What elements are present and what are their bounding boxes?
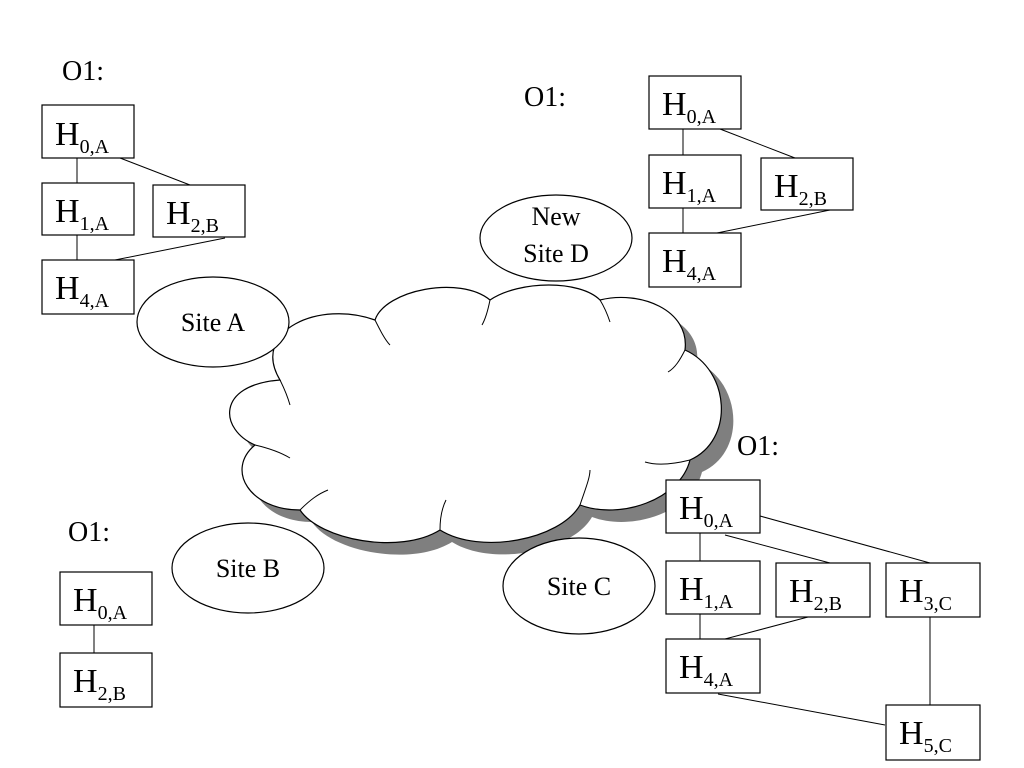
svg-text:H4,A: H4,A	[662, 243, 717, 285]
node-base: H	[55, 116, 80, 153]
node-base: H	[679, 490, 704, 527]
node-subscript: 4,A	[687, 263, 717, 285]
node-base: H	[789, 573, 814, 610]
svg-text:H1,A: H1,A	[55, 193, 110, 235]
svg-text:H0,A: H0,A	[55, 116, 110, 158]
node-base: H	[73, 663, 98, 700]
node-base: H	[774, 168, 799, 205]
node-base: H	[899, 715, 924, 752]
node-h0a: H0,A	[648, 75, 742, 130]
site-d-label-line2: Site D	[523, 239, 589, 268]
svg-text:H2,B: H2,B	[166, 195, 219, 237]
svg-text:H3,C: H3,C	[899, 573, 952, 615]
edge-h2b-h4a	[724, 616, 809, 640]
node-h4a: H4,A	[665, 638, 761, 694]
node-subscript: 0,A	[98, 602, 128, 624]
node-base: H	[73, 582, 98, 619]
site-a: Site A	[136, 276, 290, 368]
svg-text:H0,A: H0,A	[662, 86, 717, 128]
edge-h0a-h3c	[759, 515, 931, 564]
node-base: H	[679, 649, 704, 686]
node-subscript: 0,A	[80, 136, 110, 158]
edge-h0a-h2b	[724, 534, 831, 564]
edge-h4a-h5c	[717, 693, 886, 726]
node-h1a: H1,A	[665, 560, 761, 615]
node-subscript: 5,C	[924, 735, 952, 757]
svg-text:H4,A: H4,A	[679, 649, 734, 691]
svg-text:H0,A: H0,A	[73, 582, 128, 624]
node-base: H	[662, 86, 687, 123]
node-subscript: 1,A	[687, 185, 717, 207]
node-h1a: H1,A	[41, 182, 135, 236]
svg-text:H0,A: H0,A	[679, 490, 734, 532]
site-b: Site B	[171, 522, 325, 614]
site-c-group: O1: H0,A H1,A H2,B H3,C H4,A H	[665, 431, 981, 761]
node-h0a: H0,A	[59, 571, 153, 626]
site-c: Site C	[502, 537, 656, 635]
svg-text:H2,B: H2,B	[789, 573, 842, 615]
site-a-label: Site A	[181, 308, 246, 337]
node-base: H	[899, 573, 924, 610]
site-a-group: O1: H0,A H1,A H2,B H4,A	[41, 56, 246, 315]
node-subscript: 0,A	[687, 106, 717, 128]
node-subscript: 1,A	[704, 591, 734, 613]
node-h2b: H2,B	[152, 184, 246, 238]
node-base: H	[679, 571, 704, 608]
svg-text:H4,A: H4,A	[55, 270, 110, 312]
group-label: O1:	[68, 517, 110, 548]
site-d-label-line1: New	[531, 202, 580, 231]
node-base: H	[662, 243, 687, 280]
node-h2b: H2,B	[775, 562, 871, 618]
svg-text:H2,B: H2,B	[73, 663, 126, 705]
site-b-group: O1: H0,A H2,B	[59, 517, 153, 708]
edge-h0a-h2b	[719, 128, 796, 159]
node-base: H	[662, 165, 687, 202]
edge-h2b-h4a	[104, 237, 226, 263]
node-h0a: H0,A	[665, 479, 761, 534]
node-base: H	[55, 193, 80, 230]
edge-h2b-h4a	[711, 209, 831, 235]
node-subscript: 2,B	[814, 593, 842, 615]
node-h2b: H2,B	[760, 157, 854, 211]
node-h3c: H3,C	[885, 562, 981, 618]
edge-h0a-h2b	[119, 157, 191, 186]
svg-text:H2,B: H2,B	[774, 168, 827, 210]
node-subscript: 2,B	[98, 683, 126, 705]
node-h4a: H4,A	[648, 232, 742, 288]
node-subscript: 3,C	[924, 593, 952, 615]
group-label: O1:	[62, 56, 104, 87]
site-b-label: Site B	[216, 554, 280, 583]
node-subscript: 2,B	[799, 188, 827, 210]
svg-text:H1,A: H1,A	[662, 165, 717, 207]
group-label: O1:	[737, 431, 779, 462]
node-subscript: 4,A	[704, 669, 734, 691]
node-subscript: 2,B	[191, 215, 219, 237]
network-cloud	[229, 284, 734, 555]
node-base: H	[166, 195, 191, 232]
node-h0a: H0,A	[41, 104, 135, 159]
site-c-label: Site C	[547, 572, 611, 601]
node-subscript: 1,A	[80, 213, 110, 235]
node-subscript: 4,A	[80, 290, 110, 312]
node-h1a: H1,A	[648, 154, 742, 209]
node-base: H	[55, 270, 80, 307]
svg-text:H1,A: H1,A	[679, 571, 734, 613]
node-h2b: H2,B	[59, 652, 153, 708]
site-d: New Site D	[479, 194, 633, 282]
node-subscript: 0,A	[704, 510, 734, 532]
site-d-group: O1: H0,A H1,A H2,B H4,A	[524, 75, 854, 288]
group-label: O1:	[524, 82, 566, 113]
node-h4a: H4,A	[41, 259, 135, 315]
svg-text:H5,C: H5,C	[899, 715, 952, 757]
node-h5c: H5,C	[885, 704, 981, 761]
